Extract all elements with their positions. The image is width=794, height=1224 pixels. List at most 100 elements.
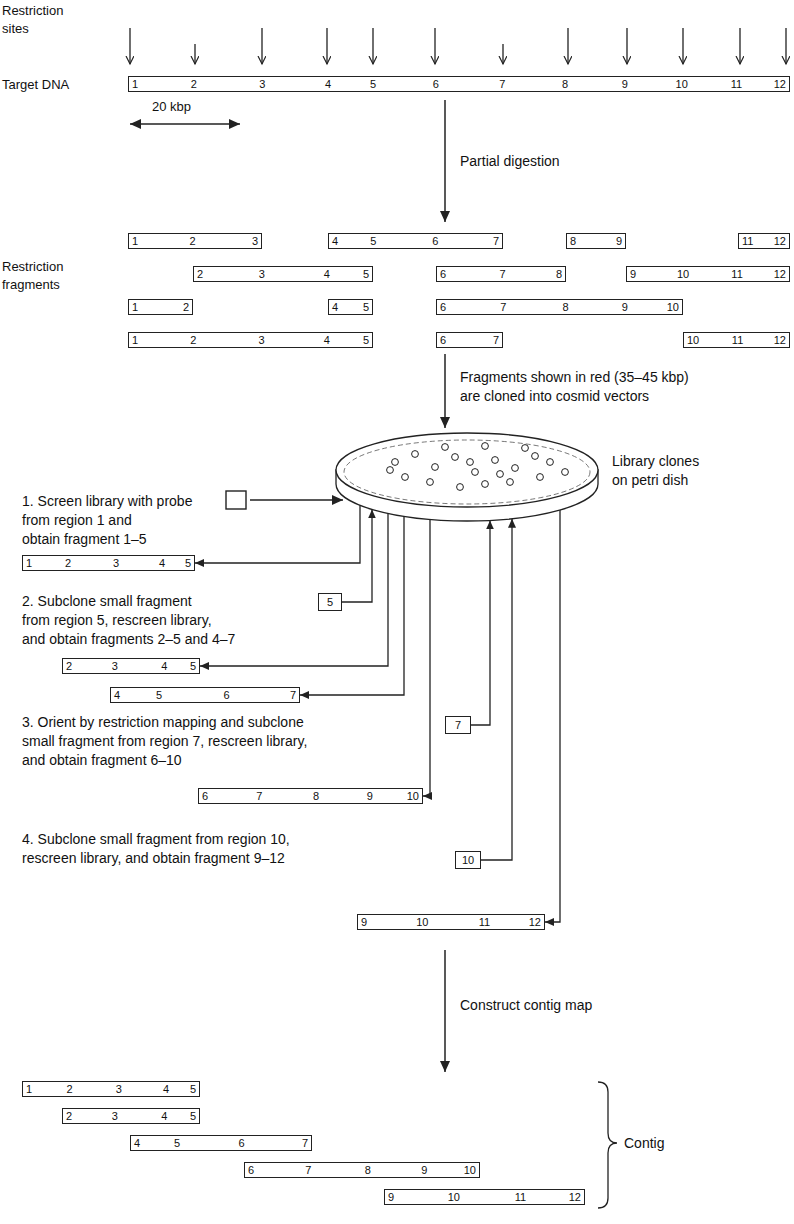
site-number: 2 [190, 235, 196, 248]
site-number: 1 [132, 301, 138, 314]
site-number: 6 [202, 790, 208, 803]
site-number: 7 [499, 78, 505, 91]
site-number: 3 [252, 235, 258, 248]
screening-connector [342, 509, 372, 602]
screening-connector [471, 520, 490, 725]
contig-clone: 2345 [62, 1108, 200, 1124]
colony [482, 481, 489, 488]
screening-connector [195, 505, 360, 563]
restriction-fragment: 678910 [436, 299, 683, 315]
site-number: 10 [676, 78, 688, 91]
site-number: 11 [732, 334, 743, 347]
site-number: 9 [388, 1191, 394, 1204]
annotation: Restriction fragments [2, 258, 63, 294]
probe-number: 5 [327, 596, 333, 609]
colony [532, 453, 539, 460]
site-number: 5 [363, 268, 369, 281]
site-number: 3 [259, 268, 265, 281]
site-number: 10 [416, 916, 428, 929]
site-number: 6 [239, 1137, 245, 1150]
restriction-fragment: 9101112 [626, 266, 790, 282]
site-number: 3 [258, 334, 264, 347]
site-number: 4 [324, 268, 330, 281]
site-number: 10 [448, 1191, 460, 1204]
site-number: 6 [223, 689, 229, 702]
annotation: 3. Orient by restriction mapping and sub… [22, 713, 307, 770]
restriction-fragment: 123 [128, 233, 262, 249]
annotation: Target DNA [2, 76, 69, 93]
site-number: 7 [305, 1164, 311, 1177]
contig-clone: 4567 [130, 1135, 312, 1151]
restriction-fragment: 89 [566, 233, 626, 249]
annotation: 20 kbp [152, 98, 191, 115]
dna-bar: 123456789101112 [128, 76, 790, 92]
site-number: 8 [556, 268, 562, 281]
text-line: on petri dish [612, 471, 699, 490]
colony [457, 484, 464, 491]
colony [392, 459, 399, 466]
restriction-fragment: 678 [436, 266, 566, 282]
site-number: 9 [421, 1164, 427, 1177]
site-number: 6 [440, 334, 446, 347]
site-number: 5 [190, 660, 196, 673]
probe-box [226, 491, 246, 509]
site-number: 7 [493, 235, 499, 248]
restriction-fragment: 2 3 4 5 [193, 266, 373, 282]
site-number: 10 [667, 301, 679, 314]
site-number: 3 [116, 1083, 122, 1096]
site-number: 5 [156, 689, 162, 702]
site-number: 3 [112, 660, 118, 673]
colony [452, 454, 459, 461]
site-number: 10 [464, 1164, 476, 1177]
restriction-fragment: 12345 [128, 332, 373, 348]
colony [492, 457, 499, 464]
restriction-fragment: 67 [436, 332, 503, 348]
site-number: 8 [562, 301, 568, 314]
site-number: 5 [370, 235, 376, 248]
screening-connector [481, 519, 512, 860]
site-number: 11 [742, 235, 753, 248]
site-number: 4 [161, 660, 167, 673]
site-number: 10 [677, 268, 689, 281]
probe-box: 5 [318, 593, 342, 611]
site-number: 4 [163, 1083, 169, 1096]
site-number: 9 [630, 268, 636, 281]
colony [522, 445, 529, 452]
site-number: 2 [66, 1083, 72, 1096]
text-line: from region 5, rescreen library, [22, 611, 235, 630]
site-number: 12 [774, 235, 786, 248]
annotation: 2. Subclone small fragment from region 5… [22, 592, 235, 649]
site-number: 6 [248, 1164, 254, 1177]
site-number: 8 [562, 78, 568, 91]
text-line: Restriction [2, 2, 63, 20]
site-number: 4 [325, 78, 331, 91]
site-number: 7 [302, 1137, 308, 1150]
text-line: 1. Screen library with probe [22, 492, 192, 511]
site-number: 11 [731, 268, 742, 281]
probe-number: 7 [455, 719, 461, 732]
site-number: 1 [132, 334, 138, 347]
site-number: 4 [332, 301, 338, 314]
restriction-site-arrows [130, 28, 786, 64]
colony [537, 474, 544, 481]
colony [432, 464, 439, 471]
text-line: fragments [2, 276, 63, 294]
site-number: 7 [290, 689, 296, 702]
colony [427, 479, 434, 486]
site-number: 11 [479, 916, 490, 929]
site-number: 4 [159, 557, 165, 570]
colony [562, 469, 569, 476]
site-number: 12 [569, 1191, 581, 1204]
site-number: 5 [370, 78, 376, 91]
annotation: Restriction sites [2, 2, 63, 38]
cosmid-clone: 9101112 [357, 914, 545, 930]
site-number: 2 [197, 268, 203, 281]
text-line: are cloned into cosmid vectors [460, 387, 689, 406]
petri-dish-outline [335, 432, 599, 522]
site-number: 8 [570, 235, 576, 248]
text-line: Library clones [612, 452, 699, 471]
site-number: 11 [515, 1191, 526, 1204]
text-line: from region 1 and [22, 511, 192, 530]
site-number: 7 [499, 268, 505, 281]
dish-top [336, 433, 598, 507]
